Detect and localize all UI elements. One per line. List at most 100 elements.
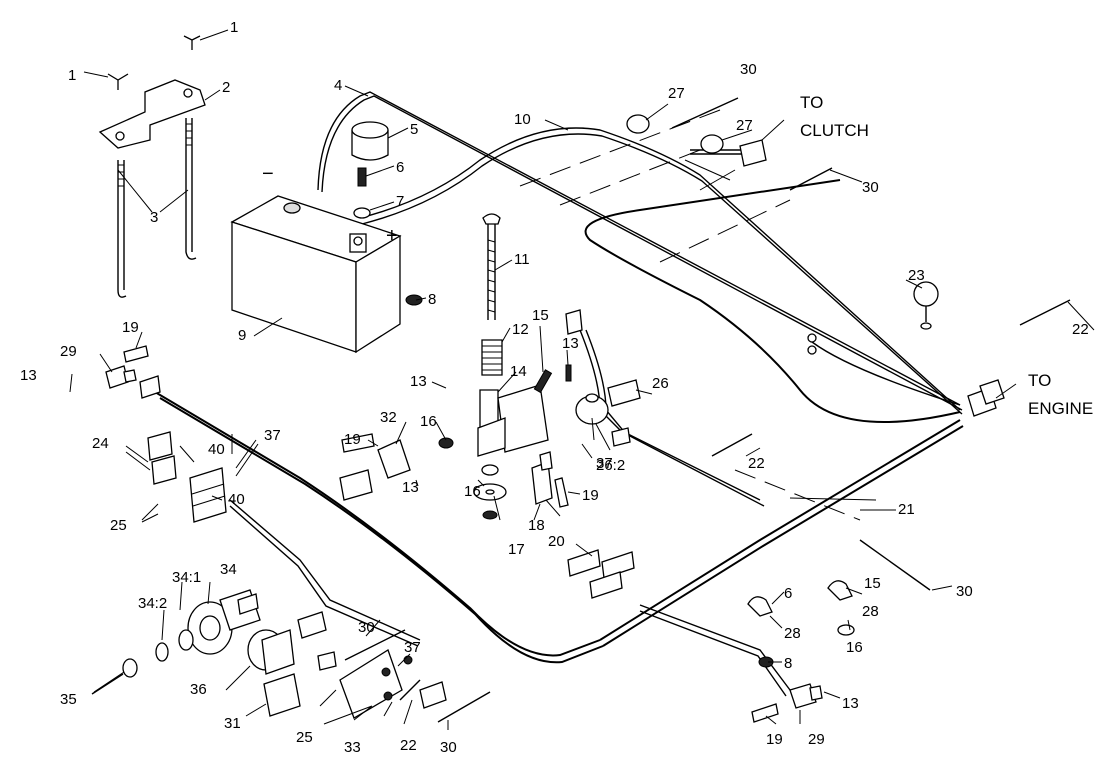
callout: 16 xyxy=(464,483,481,500)
callout: 7 xyxy=(396,193,404,210)
battery xyxy=(230,195,402,354)
callout: 25 xyxy=(296,729,313,746)
callout: 40 xyxy=(228,491,245,508)
clutch-connector xyxy=(739,139,767,167)
callout: 37 xyxy=(596,455,613,472)
main-harness xyxy=(154,91,964,697)
relay-31 xyxy=(263,673,301,717)
callout: 6 xyxy=(396,159,404,176)
callout: 30 xyxy=(740,61,757,78)
terminal-bolt xyxy=(353,167,371,219)
callout: 24 xyxy=(92,435,109,452)
callout: 31 xyxy=(224,715,241,732)
callout: 34 xyxy=(220,561,237,578)
callout: 19 xyxy=(122,319,139,336)
callout: 37 xyxy=(264,427,281,444)
spacer-plates xyxy=(123,345,779,723)
bolt-15 xyxy=(533,369,553,394)
seat-switch xyxy=(531,451,553,505)
terminal-rings xyxy=(807,333,961,406)
callout: 23 xyxy=(908,267,925,284)
to-engine-label-line2: ENGINE xyxy=(1028,399,1093,418)
hold-down-bracket xyxy=(98,79,206,149)
callout: 12 xyxy=(512,321,529,338)
callout: 34:1 xyxy=(172,569,201,586)
callout: 30 xyxy=(358,619,375,636)
battery-positive-sign: + xyxy=(386,225,398,247)
fuse-block xyxy=(189,467,227,523)
callout: 6 xyxy=(784,585,792,602)
callout: 35 xyxy=(60,691,77,708)
callout: 13 xyxy=(410,373,427,390)
callout: 14 xyxy=(510,363,527,380)
callout: 30 xyxy=(440,739,457,756)
callout: 2 xyxy=(222,79,230,96)
to-clutch-label-line1: TO xyxy=(800,93,823,112)
spring xyxy=(481,339,503,376)
cable-ties xyxy=(344,97,1071,723)
to-clutch-label-line2: CLUTCH xyxy=(800,121,869,140)
leader-lines xyxy=(69,29,1095,730)
callout: 4 xyxy=(334,77,342,94)
callout: 19 xyxy=(344,431,361,448)
to-engine-label-line1: TO xyxy=(1028,371,1051,390)
engine-connector xyxy=(967,379,1005,417)
switch-bracket xyxy=(477,384,549,457)
destination-labels: TO CLUTCH TO ENGINE − + xyxy=(262,93,1093,418)
callout: 34:2 xyxy=(138,595,167,612)
callout: 17 xyxy=(508,541,525,558)
callout: 25 xyxy=(110,517,127,534)
j-bolts xyxy=(117,118,197,298)
callout: 22 xyxy=(400,737,417,754)
sensor-23 xyxy=(913,281,939,330)
callout: 1 xyxy=(68,67,76,84)
callout: 19 xyxy=(582,487,599,504)
callout: 21 xyxy=(898,501,915,518)
callout: 30 xyxy=(956,583,973,600)
nut-8-top xyxy=(405,294,423,306)
screw-13-center xyxy=(565,364,572,382)
callout: 1 xyxy=(230,19,238,36)
callout: 33 xyxy=(344,739,361,756)
callout: 15 xyxy=(532,307,549,324)
light-switch xyxy=(247,629,295,675)
callout: 11 xyxy=(514,251,530,268)
callout: 20 xyxy=(548,533,565,550)
interlock-switch-right xyxy=(789,683,823,709)
harness-connectors xyxy=(139,309,631,709)
callout: 26:2 xyxy=(596,457,625,474)
washers xyxy=(438,437,507,520)
callout-numbers: 1 1 2 3 4 5 6 7 8 9 10 11 12 13 13 13 13… xyxy=(20,19,1089,756)
carriage-bolt xyxy=(482,213,501,320)
ignition-key xyxy=(91,658,138,695)
callout: 13 xyxy=(842,695,859,712)
relays xyxy=(147,431,177,485)
callout: 13 xyxy=(562,335,579,352)
connectors-20 xyxy=(567,549,635,599)
wing-nut-1 xyxy=(107,35,201,90)
callout: 10 xyxy=(514,111,531,128)
callout: 40 xyxy=(208,441,225,458)
callout: 36 xyxy=(190,681,207,698)
callout: 32 xyxy=(380,409,397,426)
reference-lines xyxy=(519,109,861,521)
callout: 15 xyxy=(864,575,881,592)
callout: 19 xyxy=(766,731,783,748)
callout: 28 xyxy=(784,625,801,642)
callout: 8 xyxy=(428,291,436,308)
callout: 13 xyxy=(402,479,419,496)
callout: 9 xyxy=(238,327,246,344)
switch-32 xyxy=(339,439,411,501)
callout: 27 xyxy=(736,117,753,134)
callout: 16 xyxy=(846,639,863,656)
callout: 27 xyxy=(668,85,685,102)
terminal-cap xyxy=(351,121,389,161)
callout: 5 xyxy=(410,121,418,138)
battery-negative-sign: − xyxy=(262,163,274,185)
dash-plate xyxy=(339,649,413,719)
grommets xyxy=(626,114,724,154)
callout: 8 xyxy=(784,655,792,672)
callout: 29 xyxy=(60,343,77,360)
callout: 3 xyxy=(150,209,158,226)
